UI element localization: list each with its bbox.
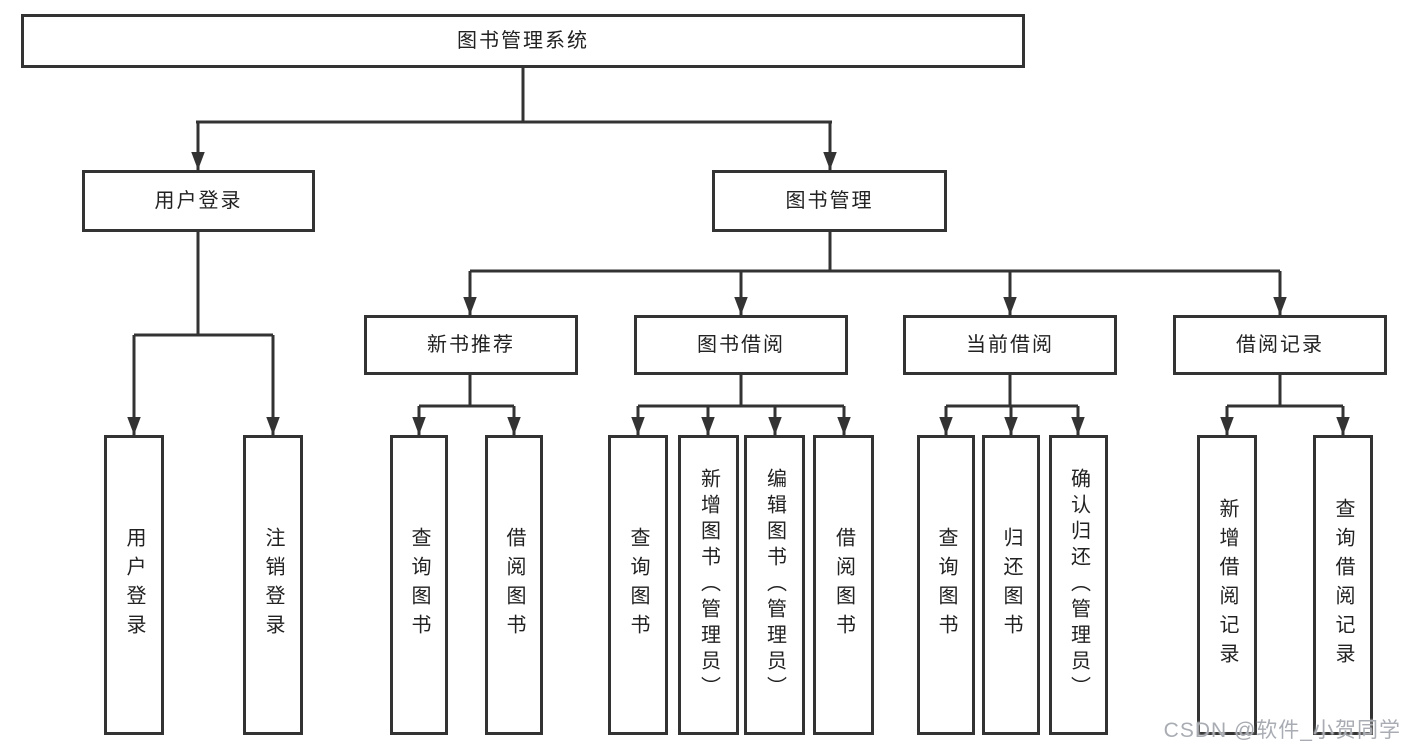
leaf-user-login: 用户登录 bbox=[104, 435, 164, 735]
node-root-label: 图书管理系统 bbox=[457, 30, 589, 52]
leaf-nb-query-books-label: 查询图书 bbox=[408, 527, 430, 643]
node-book-borrowing: 图书借阅 bbox=[634, 315, 848, 375]
leaf-bb-query-books-label: 查询图书 bbox=[627, 527, 649, 643]
leaf-nb-query-books: 查询图书 bbox=[390, 435, 448, 735]
leaf-nb-borrow-books-label: 借阅图书 bbox=[503, 527, 525, 643]
node-borrowing-records-label: 借阅记录 bbox=[1236, 334, 1324, 356]
node-current-borrowing: 当前借阅 bbox=[903, 315, 1117, 375]
node-book-management-label: 图书管理 bbox=[785, 190, 874, 212]
leaf-bb-add-books-admin: 新增图书（管理员） bbox=[678, 435, 739, 735]
csdn-watermark: CSDN @软件_小贺同学 bbox=[1163, 719, 1401, 742]
leaf-br-query-record-label: 查询借阅记录 bbox=[1332, 498, 1354, 672]
node-new-book-recommendation-label: 新书推荐 bbox=[427, 334, 515, 356]
leaf-bb-edit-books-admin: 编辑图书（管理员） bbox=[744, 435, 805, 735]
node-current-borrowing-label: 当前借阅 bbox=[966, 334, 1054, 356]
leaf-cb-query-books-label: 查询图书 bbox=[935, 527, 957, 643]
leaf-logout-label: 注销登录 bbox=[262, 527, 284, 643]
leaf-nb-borrow-books: 借阅图书 bbox=[485, 435, 543, 735]
leaf-cb-confirm-return-admin-label: 确认归还（管理员） bbox=[1067, 468, 1090, 702]
leaf-cb-return-books-label: 归还图书 bbox=[1000, 527, 1022, 643]
node-root: 图书管理系统 bbox=[21, 14, 1025, 68]
leaf-user-login-label: 用户登录 bbox=[123, 527, 145, 643]
leaf-bb-add-books-admin-label: 新增图书（管理员） bbox=[697, 468, 720, 702]
leaf-bb-borrow-books: 借阅图书 bbox=[813, 435, 874, 735]
node-borrowing-records: 借阅记录 bbox=[1173, 315, 1387, 375]
node-new-book-recommendation: 新书推荐 bbox=[364, 315, 578, 375]
leaf-bb-borrow-books-label: 借阅图书 bbox=[832, 527, 855, 643]
node-book-management: 图书管理 bbox=[712, 170, 947, 232]
leaf-bb-edit-books-admin-label: 编辑图书（管理员） bbox=[763, 468, 786, 702]
node-user-login: 用户登录 bbox=[82, 170, 315, 232]
leaf-br-add-record-label: 新增借阅记录 bbox=[1216, 498, 1238, 672]
leaf-logout: 注销登录 bbox=[243, 435, 303, 735]
leaf-bb-query-books: 查询图书 bbox=[608, 435, 668, 735]
node-book-borrowing-label: 图书借阅 bbox=[697, 334, 785, 356]
leaf-br-add-record: 新增借阅记录 bbox=[1197, 435, 1257, 735]
leaf-cb-confirm-return-admin: 确认归还（管理员） bbox=[1049, 435, 1108, 735]
node-user-login-label: 用户登录 bbox=[154, 190, 243, 212]
leaf-br-query-record: 查询借阅记录 bbox=[1313, 435, 1373, 735]
leaf-cb-query-books: 查询图书 bbox=[917, 435, 975, 735]
leaf-cb-return-books: 归还图书 bbox=[982, 435, 1040, 735]
